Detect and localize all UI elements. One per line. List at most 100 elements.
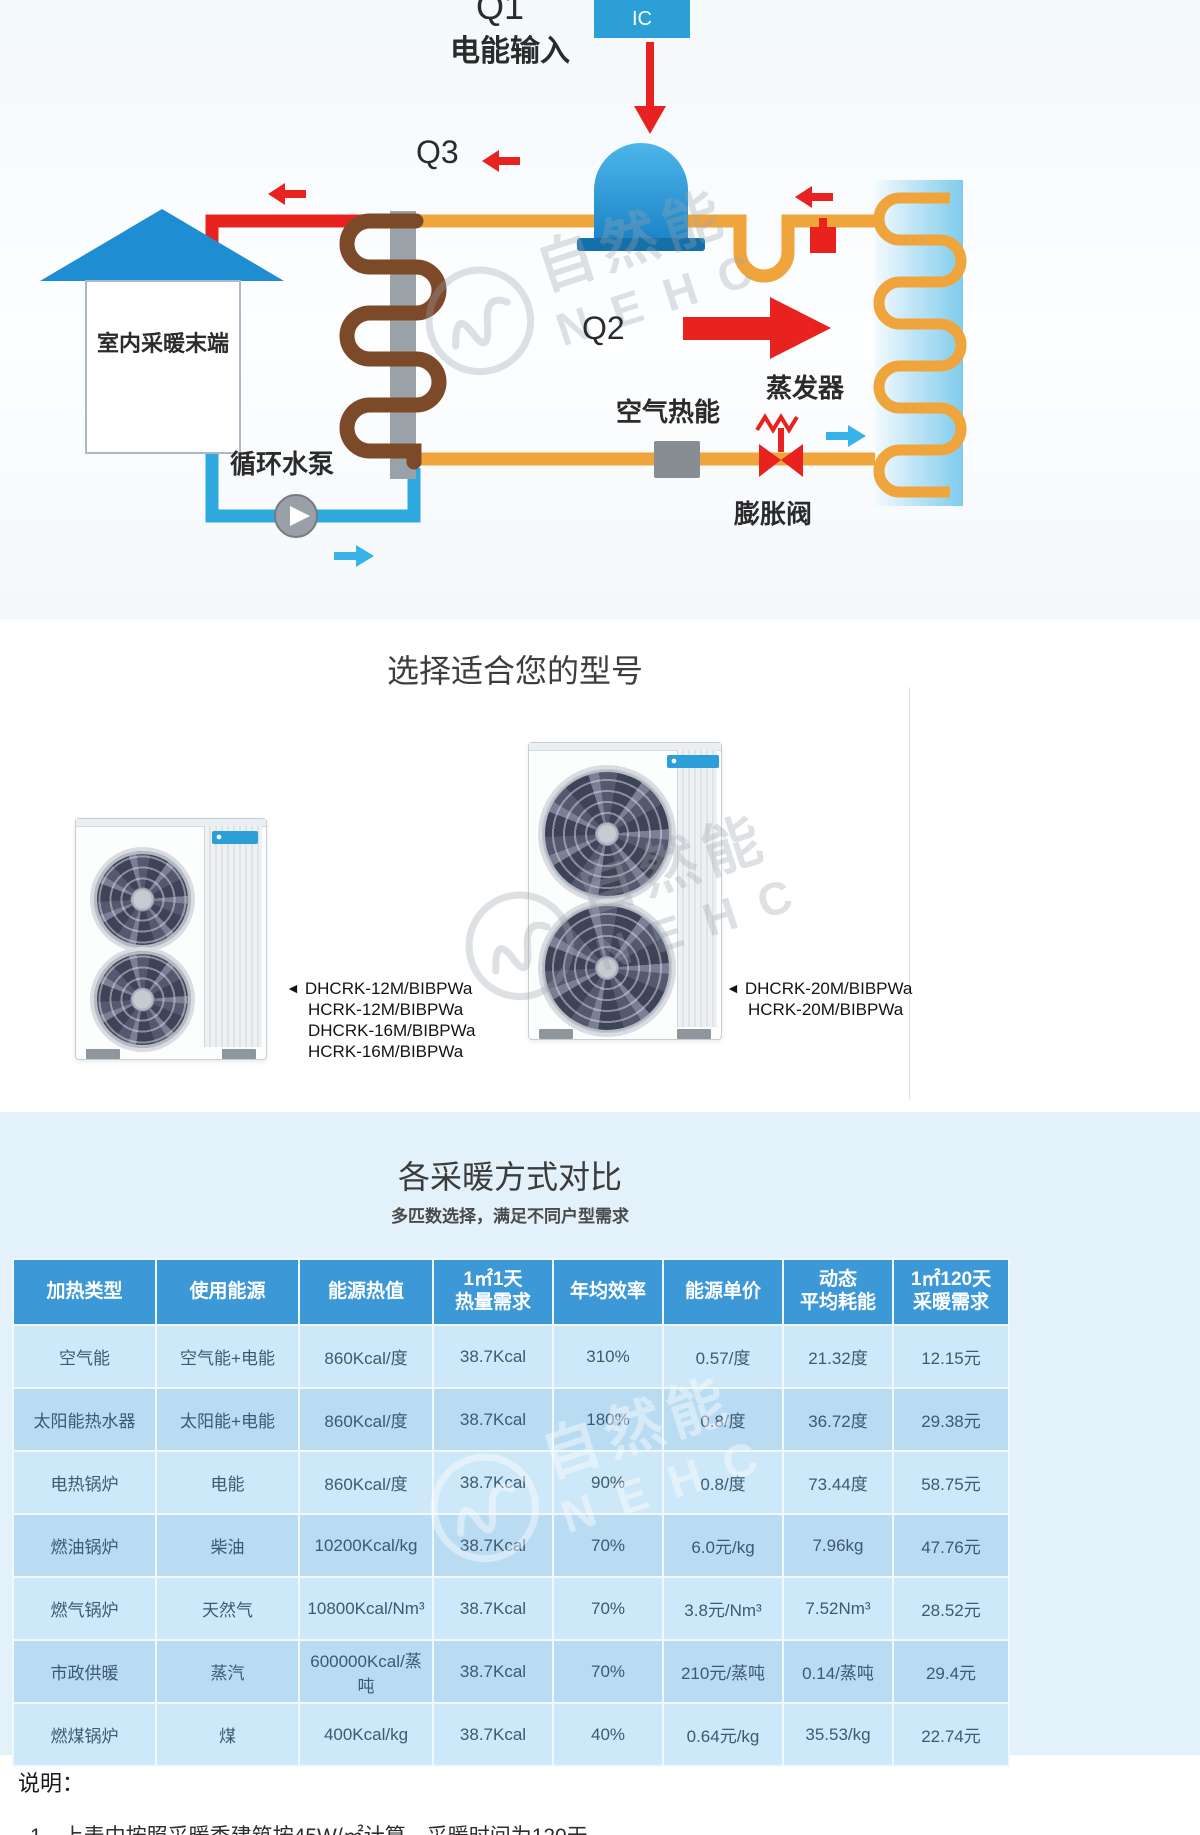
pointer-left-icon: ◄ — [726, 980, 740, 996]
house-roof — [40, 209, 284, 281]
model-name: HCRK-16M/BIBPWa — [308, 1042, 464, 1061]
cell: 柴油 — [155, 1513, 300, 1578]
large-unit-model-list: ◄DHCRK-20M/BIBPWa HCRK-20M/BIBPWa — [726, 978, 912, 1020]
table-row: 电热锅炉 电能 860Kcal/度 38.7Kcal 90% 0.8/度 73.… — [12, 1450, 1010, 1515]
condenser-coil — [339, 213, 447, 470]
model-name: ◄DHCRK-20M/BIBPWa — [726, 978, 912, 999]
table-row: 太阳能热水器 太阳能+电能 860Kcal/度 38.7Kcal 180% 0.… — [12, 1387, 1010, 1452]
col-header: 1㎡1天 热量需求 — [432, 1258, 554, 1326]
cell: 38.7Kcal — [432, 1324, 554, 1389]
unit-foot — [86, 1049, 120, 1059]
pointer-left-icon: ◄ — [286, 980, 300, 996]
col-header: 加热类型 — [12, 1258, 157, 1326]
cell: 600000Kcal/蒸吨 — [298, 1639, 434, 1704]
models-section-title: 选择适合您的型号 — [386, 653, 643, 689]
suction-valve-stem — [819, 218, 827, 230]
col-header: 使用能源 — [155, 1258, 300, 1326]
cell: 860Kcal/度 — [298, 1324, 434, 1389]
cell: 电能 — [155, 1450, 300, 1515]
unit-foot — [677, 1029, 711, 1039]
cell: 860Kcal/度 — [298, 1450, 434, 1515]
cell: 35.53/kg — [782, 1702, 894, 1767]
cell: 70% — [552, 1639, 664, 1704]
cell: 29.4元 — [892, 1639, 1010, 1704]
cell: 电热锅炉 — [12, 1450, 157, 1515]
evaporator-coil — [873, 192, 967, 498]
cell: 180% — [552, 1387, 664, 1452]
cell: 38.7Kcal — [432, 1513, 554, 1578]
power-arrow-head — [634, 106, 666, 134]
house-body — [85, 280, 241, 454]
cell: 0.57/度 — [662, 1324, 784, 1389]
model-name-text: DHCRK-20M/BIBPWa — [744, 979, 913, 998]
model-name: ◄DHCRK-12M/BIBPWa — [286, 978, 476, 999]
cell: 太阳能热水器 — [12, 1387, 157, 1452]
q2-heat-arrow — [683, 297, 831, 359]
fan-icon — [538, 765, 676, 903]
model-selection-section: 选择适合您的型号 ◄DHCRK-12M/BIBPWa HCRK-12M/BIBP… — [0, 620, 1200, 1112]
orange-suction-pipe — [684, 214, 908, 283]
cell: 400Kcal/kg — [298, 1702, 434, 1767]
pump-rotor — [290, 506, 310, 526]
water-flow-arrow — [334, 545, 374, 567]
heat-pump-unit-large — [528, 742, 722, 1040]
flow-arrow-left-2 — [482, 150, 520, 172]
notes-label: 说明： — [18, 1771, 85, 1796]
heating-comparison-section: 各采暖方式对比 多匹数选择，满足不同户型需求 加热类型 使用能源 能源热值 1㎡… — [0, 1112, 1200, 1767]
table-row: 市政供暖 蒸汽 600000Kcal/蒸吨 38.7Kcal 70% 210元/… — [12, 1639, 1010, 1704]
circulation-pump-label: 循环水泵 — [230, 449, 335, 479]
brand-sticker — [212, 831, 258, 844]
model-name: DHCRK-16M/BIBPWa — [308, 1021, 476, 1040]
cell: 38.7Kcal — [432, 1450, 554, 1515]
brand-sticker — [667, 755, 719, 768]
ic-controller-box: IC — [594, 0, 690, 38]
cell: 22.74元 — [892, 1702, 1010, 1767]
ic-label: IC — [632, 7, 652, 30]
cell: 29.38元 — [892, 1387, 1010, 1452]
cell: 210元/蒸吨 — [662, 1639, 784, 1704]
expansion-valve-spring — [755, 413, 799, 434]
cell: 6.0元/kg — [662, 1513, 784, 1578]
expansion-valve-right — [781, 444, 803, 477]
condenser-backing — [390, 211, 416, 479]
cell: 12.15元 — [892, 1324, 1010, 1389]
cell: 0.14/蒸吨 — [782, 1639, 894, 1704]
cell: 3.8元/Nm³ — [662, 1576, 784, 1641]
cell: 70% — [552, 1576, 664, 1641]
unit-top-panel — [529, 743, 721, 751]
small-unit-model-list: ◄DHCRK-12M/BIBPWa HCRK-12M/BIBPWa DHCRK-… — [286, 978, 476, 1062]
cell: 空气能 — [12, 1324, 157, 1389]
air-heat-label: 空气热能 — [616, 397, 721, 427]
cell: 40% — [552, 1702, 664, 1767]
cell: 860Kcal/度 — [298, 1387, 434, 1452]
expansion-valve-label: 膨胀阀 — [734, 499, 813, 529]
col-header: 1㎡120天 采暖需求 — [892, 1258, 1010, 1326]
comparison-title: 各采暖方式对比 — [397, 1159, 622, 1195]
cell: 太阳能+电能 — [155, 1387, 300, 1452]
flow-arrow-left-1 — [268, 183, 306, 205]
model-name: HCRK-12M/BIBPWa — [308, 1000, 464, 1019]
cell: 28.52元 — [892, 1576, 1010, 1641]
filter-block — [654, 441, 700, 478]
unit-foot — [222, 1049, 256, 1059]
power-arrow-shaft — [646, 42, 654, 108]
q1-label: Q1 — [476, 0, 525, 27]
cell: 0.8/度 — [662, 1387, 784, 1452]
unit-top-panel — [76, 819, 266, 827]
cell: 燃煤锅炉 — [12, 1702, 157, 1767]
table-row: 空气能 空气能+电能 860Kcal/度 38.7Kcal 310% 0.57/… — [12, 1324, 1010, 1389]
col-header: 动态 平均耗能 — [782, 1258, 894, 1326]
cell: 燃气锅炉 — [12, 1576, 157, 1641]
air-flow-arrow — [826, 425, 866, 447]
cell: 36.72度 — [782, 1387, 894, 1452]
cell: 7.52Nm³ — [782, 1576, 894, 1641]
q3-label: Q3 — [416, 134, 459, 170]
cell: 10200Kcal/kg — [298, 1513, 434, 1578]
fan-icon — [90, 947, 195, 1052]
pipes-graphic — [40, 42, 967, 567]
col-header: 能源热值 — [298, 1258, 434, 1326]
cell: 38.7Kcal — [432, 1639, 554, 1704]
col-header: 年均效率 — [552, 1258, 664, 1326]
cell: 38.7Kcal — [432, 1702, 554, 1767]
